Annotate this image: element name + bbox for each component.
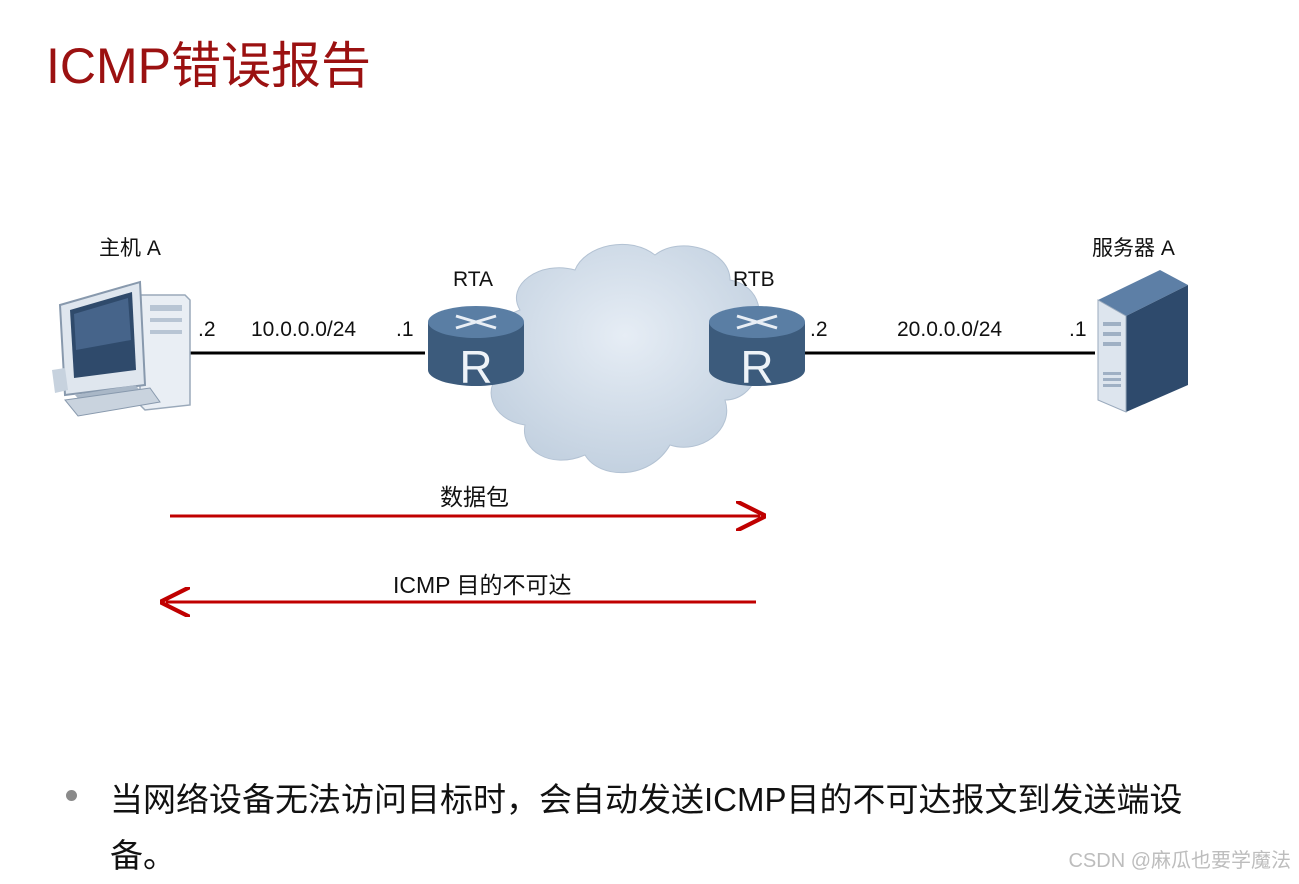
host-interface-label: .2 [198,318,216,341]
router-rta-icon: R [428,306,524,393]
router-rtb-icon: R [709,306,805,393]
bullet-text: 当网络设备无法访问目标时，会自动发送ICMP目的不可达报文到发送端设备。 [110,781,1183,874]
icmp-return-label: ICMP 目的不可达 [393,572,572,598]
forward-packet-label: 数据包 [440,484,509,510]
server-icon [1097,270,1188,413]
server-a-label: 服务器 A [1092,237,1175,260]
rta-label: RTA [453,268,494,291]
host-computer-icon [52,280,191,417]
network-cloud [490,243,760,474]
rtb-interface-label: .2 [810,318,828,341]
watermark: CSDN @麻瓜也要学魔法 [1068,850,1291,872]
bullet-dot-icon [66,790,77,801]
svg-text:R: R [740,341,773,393]
host-a-label: 主机 A [99,237,161,260]
left-network-label: 10.0.0.0/24 [251,318,357,341]
page-title: ICMP错误报告 [46,38,371,94]
server-interface-label: .1 [1069,318,1087,341]
right-network-label: 20.0.0.0/24 [897,318,1003,341]
rta-interface-label: .1 [396,318,414,341]
svg-text:R: R [459,341,492,393]
rtb-label: RTB [733,268,775,291]
